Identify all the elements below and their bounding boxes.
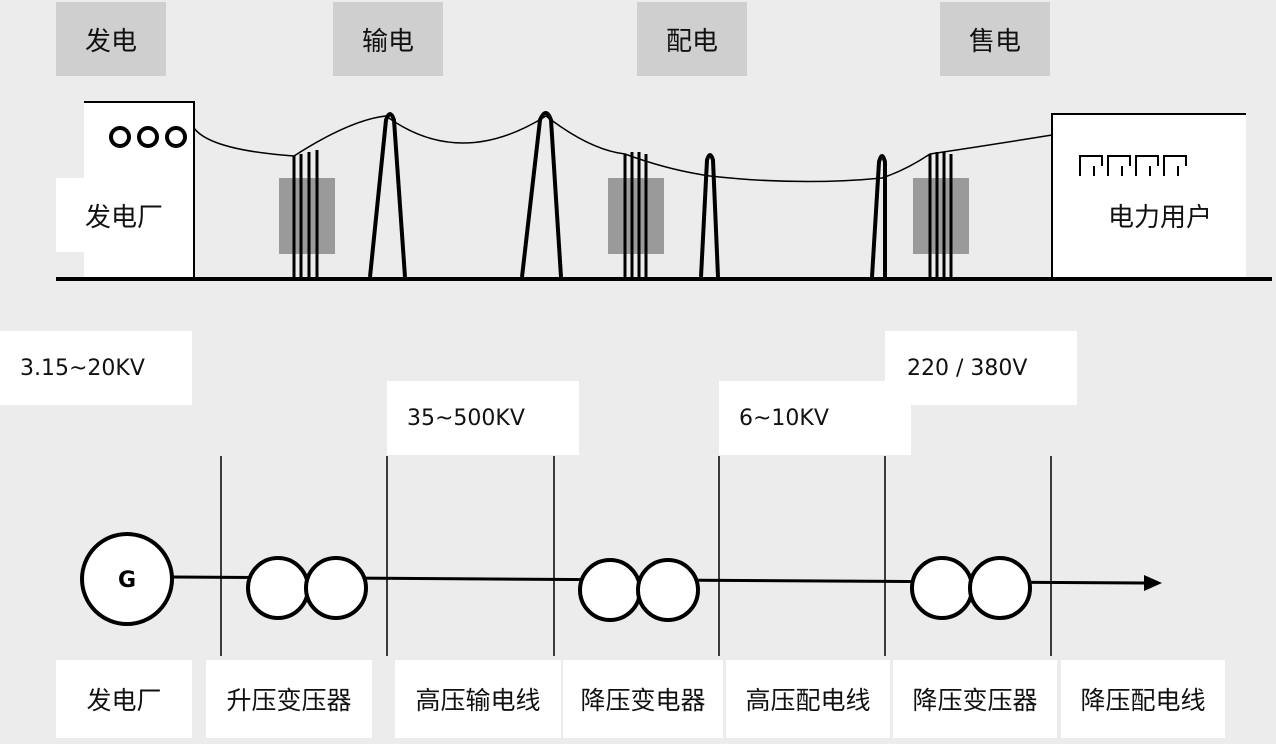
user-houses-icon (1079, 155, 1187, 176)
power-plant-label: 发电厂 (56, 178, 192, 252)
generator-symbol-icon (80, 532, 174, 626)
stage-generation-box: 发电 (56, 2, 166, 76)
step-down-transformer-poles (928, 152, 953, 279)
bottom-label-power-plant: 发电厂 (56, 660, 192, 738)
generator-ring-icon (109, 126, 131, 148)
bottom-label-step-down-substation: 降压变电器 (563, 660, 723, 738)
substation-transformer-block (608, 178, 664, 254)
distribution-voltage-label: 6~10KV (719, 381, 911, 455)
step-down-transformer-symbol-icon (910, 556, 1032, 620)
bottom-label-hv-distribution-line: 高压配电线 (726, 660, 890, 738)
user-voltage-label: 220 / 380V (885, 331, 1077, 405)
transmission-voltage-label: 35~500KV (387, 381, 579, 455)
bottom-label-hv-transmission-line: 高压输电线 (395, 660, 561, 738)
overhead-power-line (193, 115, 1053, 183)
generator-ring-icon (165, 126, 187, 148)
bottom-label-step-down-transformer: 降压变压器 (893, 660, 1057, 738)
distribution-pole-icon (870, 154, 887, 278)
transmission-tower-icon (368, 112, 407, 278)
distribution-pole-icon (699, 153, 720, 278)
substation-transformer-poles (623, 152, 648, 279)
stage-sales-box: 售电 (940, 2, 1050, 76)
power-user-outline (1051, 113, 1246, 278)
stage-distribution-box: 配电 (637, 2, 747, 76)
bottom-label-step-up-transformer: 升压变压器 (206, 660, 372, 738)
step-down-transformer-block (913, 178, 969, 254)
step-up-transformer-block (279, 178, 335, 254)
step-up-transformer-symbol-icon (246, 556, 368, 620)
step-up-transformer-poles (292, 150, 319, 279)
stage-transmission-box: 输电 (333, 2, 443, 76)
step-down-substation-symbol-icon (578, 558, 700, 622)
arrow-head-icon (1144, 575, 1162, 591)
section-dividers (220, 456, 1052, 656)
generator-ring-icon (137, 126, 159, 148)
generator-letter: G (117, 567, 137, 593)
bottom-label-step-down-distribution-line: 降压配电线 (1061, 660, 1225, 738)
power-user-label: 电力用户 (1078, 178, 1242, 252)
generator-voltage-label: 3.15~20KV (0, 331, 192, 405)
power-plant-outline (84, 101, 195, 278)
